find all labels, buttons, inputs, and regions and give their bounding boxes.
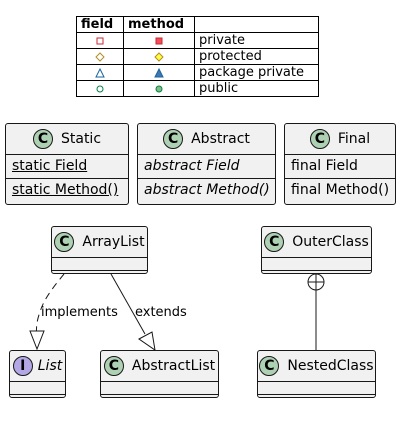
- class-outerclass-methods: [262, 270, 371, 283]
- protected-method-icon: [123, 48, 195, 65]
- class-badge-icon: C: [32, 129, 53, 149]
- class-nestedclass-name: NestedClass: [287, 358, 374, 374]
- public-method-icon: [123, 80, 195, 97]
- legend-row-private: private: [76, 32, 319, 49]
- package-private-method-icon: [123, 64, 195, 81]
- class-badge-icon: C: [54, 232, 75, 252]
- class-abstractlist[interactable]: C AbstractList: [100, 350, 219, 398]
- class-nestedclass-methods: [258, 394, 375, 407]
- interface-badge-icon: I: [12, 356, 33, 376]
- interface-list-name: List: [37, 358, 63, 374]
- class-final-field: final Field: [285, 154, 395, 178]
- class-nestedclass-fields: [258, 381, 375, 394]
- class-arraylist-fields: [52, 257, 147, 270]
- class-outerclass[interactable]: C OuterClass: [261, 226, 372, 274]
- class-final-name: Final: [337, 131, 371, 147]
- legend-row-public: public: [76, 80, 319, 97]
- legend-header-field: field: [76, 16, 124, 33]
- class-badge-icon: C: [264, 232, 285, 252]
- class-abstractlist-name: AbstractList: [131, 358, 216, 374]
- class-badge-icon: C: [103, 356, 124, 376]
- extends-label: extends: [135, 305, 187, 320]
- legend-label-public: public: [194, 80, 319, 97]
- class-static-header: C Static: [6, 124, 128, 154]
- private-method-icon: [123, 32, 195, 49]
- legend-header-visibility: [194, 16, 319, 33]
- interface-list-header: I List: [10, 351, 65, 381]
- package-private-field-icon: [77, 65, 124, 81]
- legend-row-protected: protected: [76, 48, 319, 65]
- visibility-legend: field method private protected package p…: [76, 16, 319, 97]
- public-field-icon: [77, 81, 124, 97]
- class-nestedclass[interactable]: C NestedClass: [257, 350, 376, 398]
- class-outerclass-header: C OuterClass: [262, 227, 371, 257]
- class-outerclass-fields: [262, 257, 371, 270]
- class-abstract-method: abstract Method(): [138, 178, 275, 202]
- interface-list-fields: [10, 381, 65, 394]
- legend-header-row: field method: [76, 16, 319, 33]
- private-field-icon: [77, 33, 124, 49]
- protected-field-icon: [77, 49, 124, 65]
- class-static-method: static Method(): [6, 178, 128, 202]
- legend-header-method: method: [123, 16, 195, 33]
- implements-arrowhead: [29, 330, 45, 351]
- class-static-name: Static: [60, 131, 102, 147]
- class-arraylist-header: C ArrayList: [52, 227, 147, 257]
- class-outerclass-name: OuterClass: [292, 234, 369, 250]
- interface-list[interactable]: I List: [9, 350, 66, 398]
- legend-label-private: private: [194, 32, 319, 49]
- legend-label-protected: protected: [194, 48, 319, 65]
- class-arraylist-methods: [52, 270, 147, 283]
- class-badge-icon: C: [163, 129, 184, 149]
- class-final-method: final Method(): [285, 178, 395, 202]
- class-static-field: static Field: [6, 154, 128, 178]
- class-abstract-field: abstract Field: [138, 154, 275, 178]
- interface-list-methods: [10, 394, 65, 407]
- extends-edge: [110, 273, 146, 335]
- class-final-header: C Final: [285, 124, 395, 154]
- extends-arrowhead: [138, 331, 156, 352]
- legend-label-package-private: package private: [194, 64, 319, 81]
- class-final[interactable]: C Final final Field final Method(): [284, 123, 396, 205]
- class-badge-icon: C: [259, 356, 280, 376]
- legend-row-package-private: package private: [76, 64, 319, 81]
- class-arraylist-name: ArrayList: [82, 234, 145, 250]
- implements-label: implements: [41, 305, 118, 320]
- class-abstract-header: C Abstract: [138, 124, 275, 154]
- class-arraylist[interactable]: C ArrayList: [51, 226, 148, 274]
- class-abstract-name: Abstract: [191, 131, 250, 147]
- class-badge-icon: C: [309, 129, 330, 149]
- class-abstract[interactable]: C Abstract abstract Field abstract Metho…: [137, 123, 276, 205]
- class-abstractlist-header: C AbstractList: [101, 351, 218, 381]
- class-abstractlist-methods: [101, 394, 218, 407]
- class-nestedclass-header: C NestedClass: [258, 351, 375, 381]
- class-abstractlist-fields: [101, 381, 218, 394]
- class-static[interactable]: C Static static Field static Method(): [5, 123, 129, 205]
